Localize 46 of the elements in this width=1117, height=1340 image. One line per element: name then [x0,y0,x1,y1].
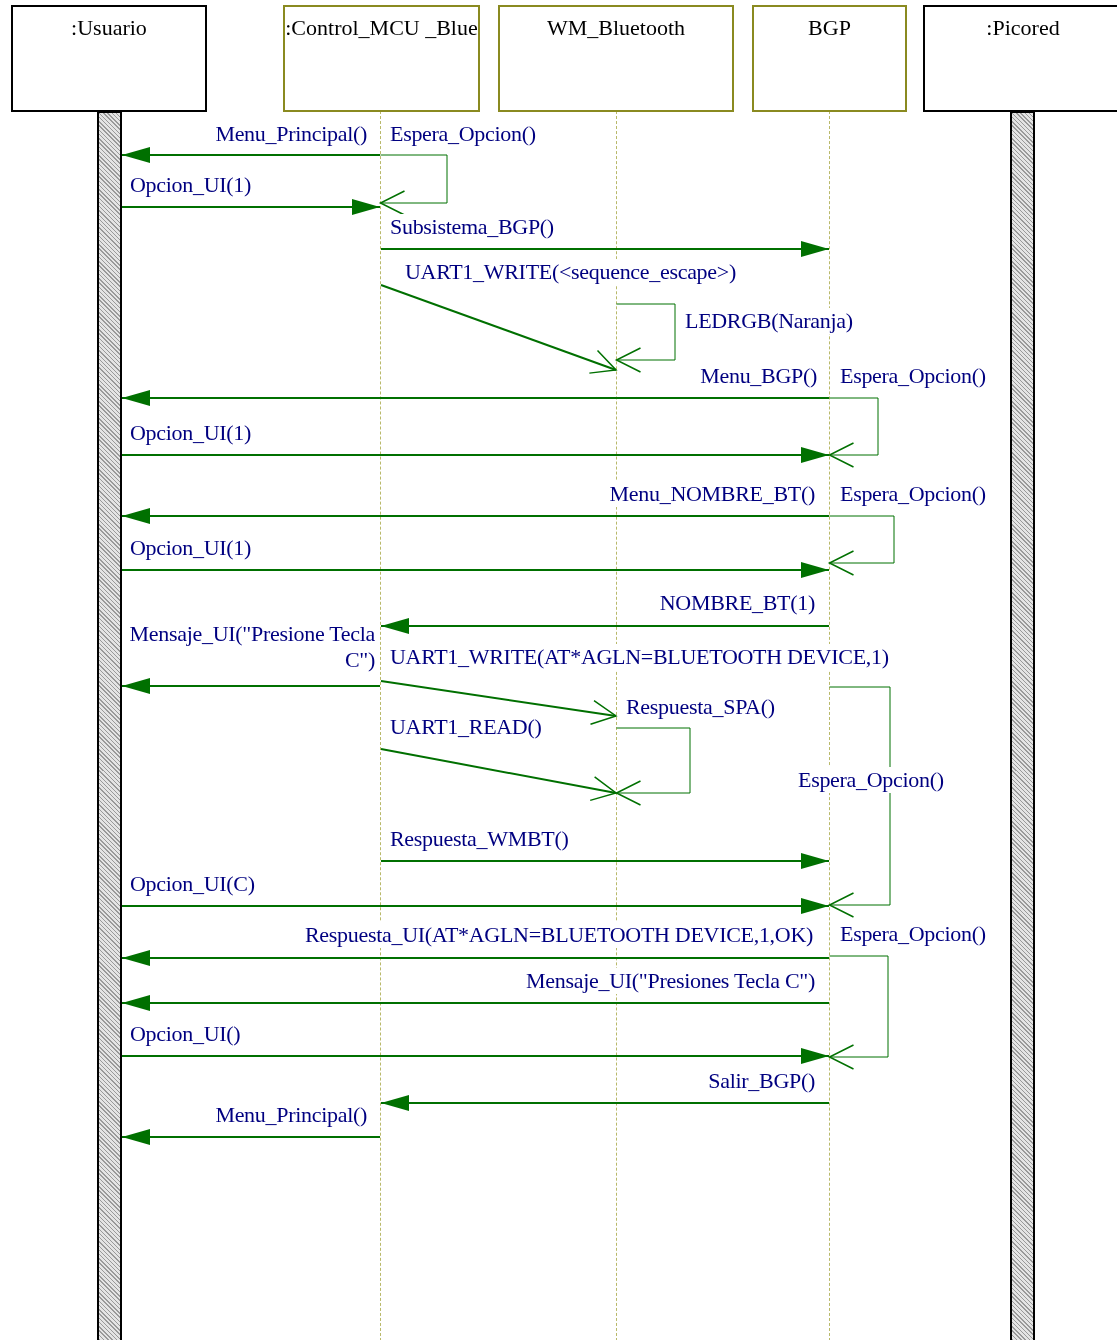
activation-bar [97,111,122,1340]
message-arrow [380,241,830,257]
message-label: Subsistema_BGP() [390,214,554,240]
message-arrow [380,284,617,374]
message-arrow [121,898,830,914]
message-label: Menu_NOMBRE_BT() [609,481,815,507]
participant-name: :Picored [985,14,1061,42]
message-arrow [121,562,830,578]
participant-box [11,5,207,112]
message-arrow [121,447,830,463]
message-arrow [121,1048,830,1064]
message-arrow [121,995,830,1011]
participant-name: :Control_MCU _Blue [285,14,478,42]
message-arrow [828,686,891,918]
message-arrow [121,147,381,163]
message-label: Espera_Opcion() [798,767,944,793]
message-arrow [615,303,676,373]
message-arrow [828,397,879,468]
participant-box [283,5,480,112]
message-label: Mensaje_UI("Presiones Tecla C") [526,968,815,994]
message-label: Respuesta_UI(AT*AGLN=BLUETOOTH DEVICE,1,OK) [304,922,813,948]
message-arrow [121,950,830,966]
message-arrow [121,678,381,694]
message-label: LEDRGB(Naranja) [685,308,853,334]
participant-name: :Usuario [70,14,148,42]
message-arrow [828,515,895,576]
participant-name: BGP [807,14,852,42]
message-arrow [615,727,691,806]
message-arrow [380,853,830,869]
message-label: UART1_WRITE(AT*AGLN=BLUETOOTH DEVICE,1) [390,644,889,670]
message-arrow [380,680,617,726]
message-arrow [121,1129,381,1145]
message-arrow [380,1095,830,1111]
participant-box [498,5,734,112]
message-arrow [121,508,830,524]
message-arrow [828,955,889,1070]
participant-box [923,5,1117,112]
activation-bar [1010,111,1035,1340]
message-arrow [379,154,448,216]
message-arrow [380,618,830,634]
message-arrow [380,748,617,802]
message-arrow [121,199,381,215]
message-label: UART1_WRITE(<sequence_escape>) [405,259,736,285]
participant-box [752,5,907,112]
participant-name: WM_Bluetooth [545,14,687,42]
message-arrow [121,390,830,406]
